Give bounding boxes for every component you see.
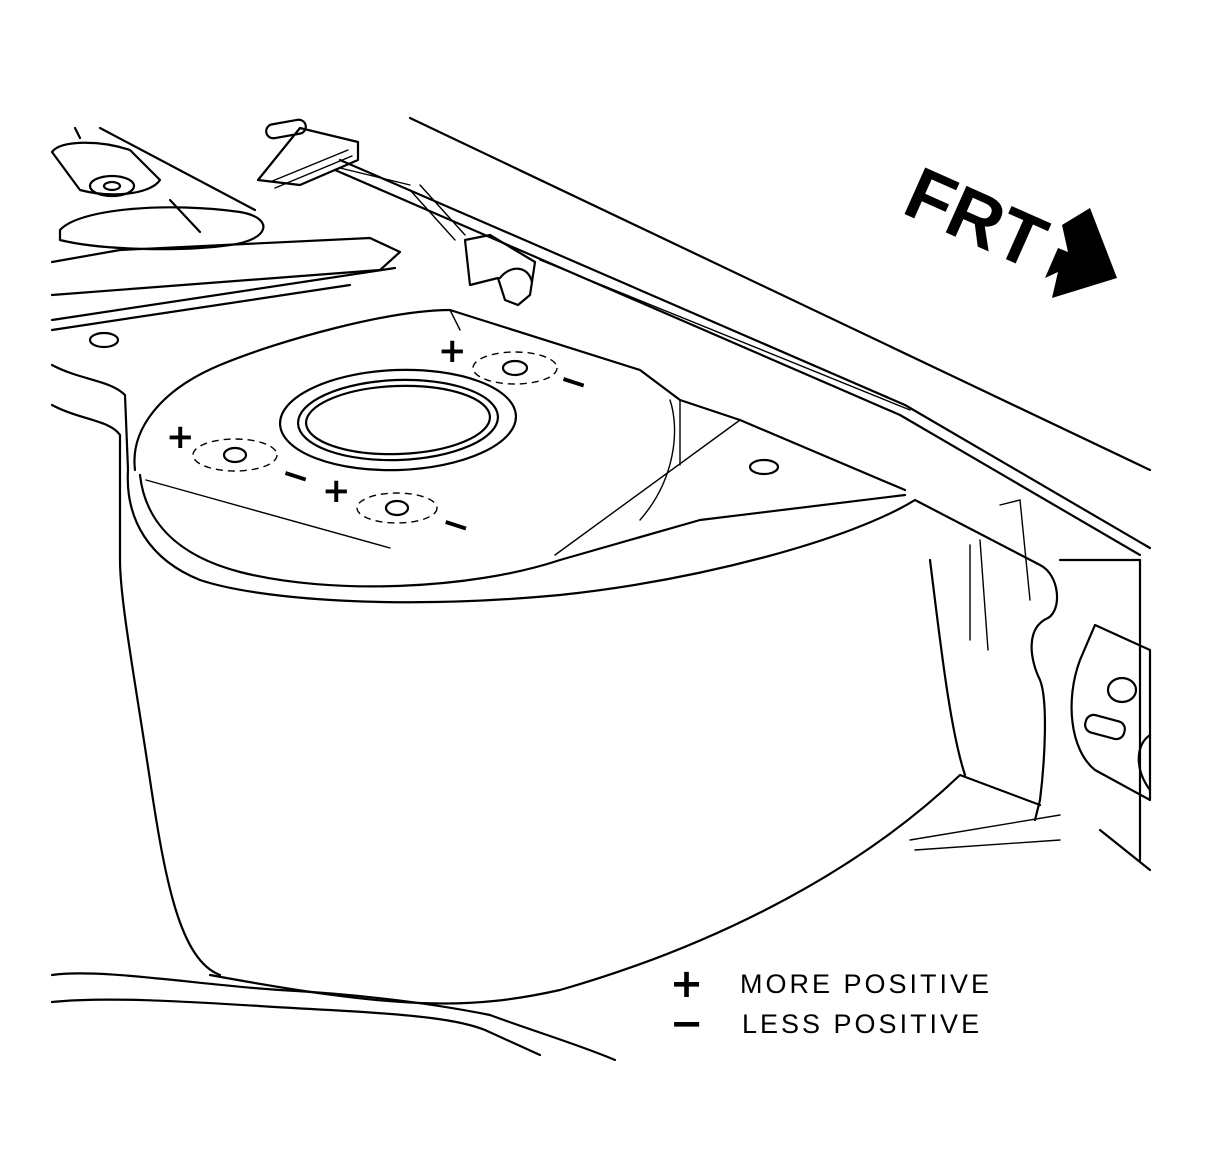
- frt-label: FRT: [893, 151, 1058, 285]
- plus-mark-right: +: [322, 471, 351, 511]
- plus-icon: +: [669, 961, 707, 1007]
- legend-more-positive-text: MORE POSITIVE: [740, 968, 993, 999]
- minus-mark-top: −: [554, 359, 593, 406]
- upper-bracket: [256, 118, 360, 189]
- fender-panel: [333, 116, 1152, 557]
- minus-mark-left: −: [276, 453, 315, 500]
- plus-mark-left: +: [166, 417, 195, 457]
- upper-left-mount: [50, 126, 402, 349]
- cable-clip: [339, 167, 537, 307]
- legend-less-positive: − LESS POSITIVE: [656, 1004, 982, 1044]
- plus-mark-top: +: [438, 331, 467, 371]
- minus-mark-right: −: [436, 502, 475, 549]
- front-arrow-icon: [1045, 208, 1117, 298]
- camber-slots: [192, 351, 558, 524]
- right-adjust-slot: [356, 492, 438, 524]
- lower-right-bracket: [1070, 623, 1152, 802]
- floor-panel: [50, 972, 617, 1062]
- top-adjust-slot: [472, 351, 558, 385]
- legend-more-positive: + MORE POSITIVE: [656, 964, 992, 1004]
- minus-icon: −: [669, 1001, 707, 1047]
- front-direction-indicator: FRT: [893, 151, 1117, 298]
- legend-less-positive-text: LESS POSITIVE: [742, 1008, 983, 1039]
- left-adjust-slot: [192, 438, 278, 472]
- strut-tower: [50, 308, 1152, 1005]
